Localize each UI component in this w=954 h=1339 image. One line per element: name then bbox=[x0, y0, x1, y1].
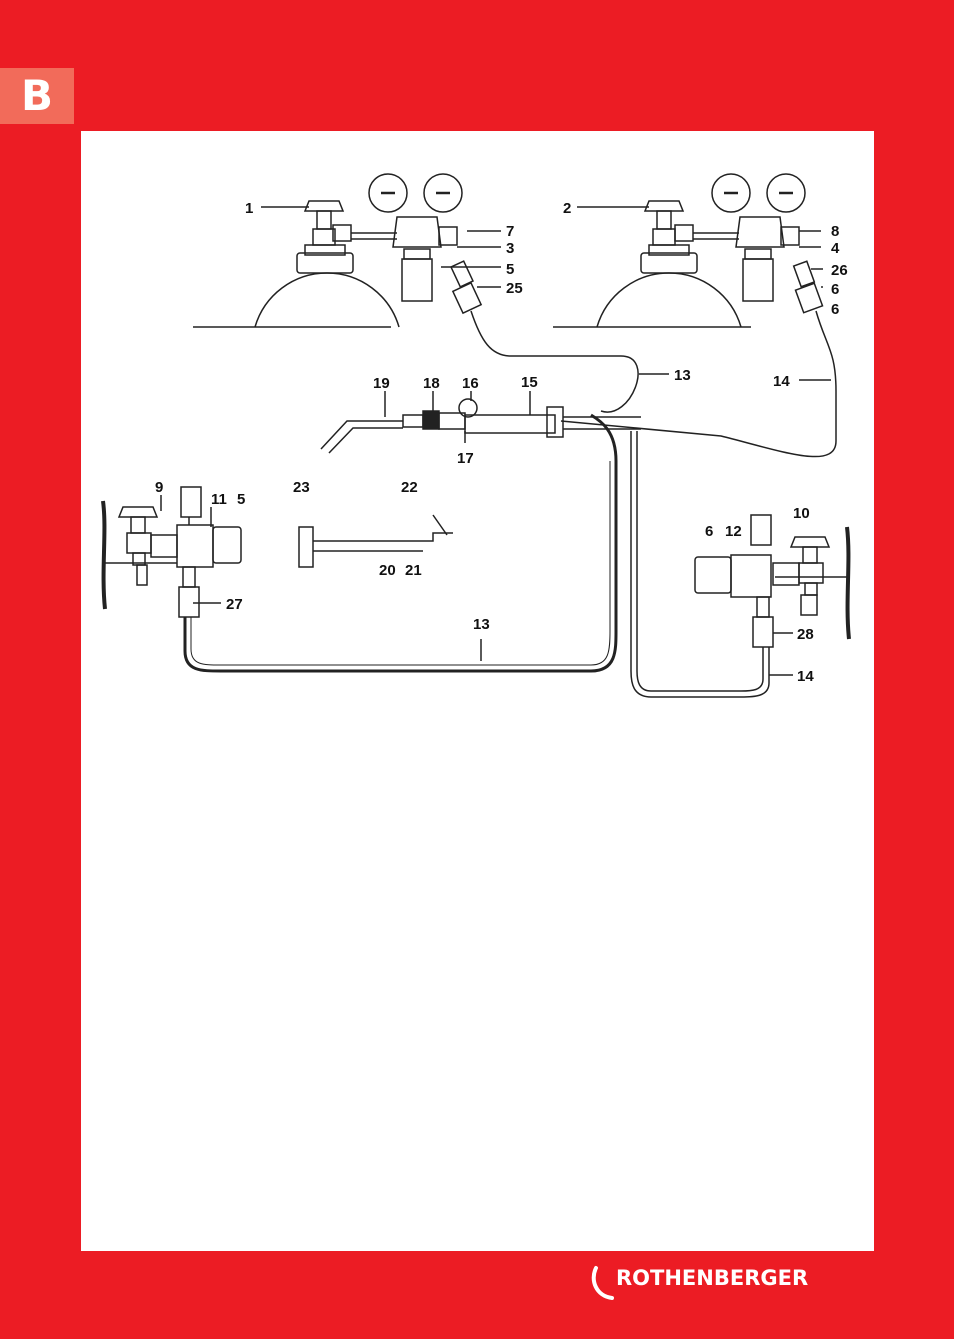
part-label: 6 bbox=[831, 301, 839, 318]
part-label: 14 bbox=[773, 373, 790, 390]
part-label: 10 bbox=[793, 505, 810, 522]
part-label: 13 bbox=[473, 616, 490, 633]
part-label: 19 bbox=[373, 375, 390, 392]
part-label: 12 bbox=[725, 523, 742, 540]
swoosh-icon bbox=[591, 1266, 614, 1300]
part-label: 27 bbox=[226, 596, 243, 613]
part-label: 9 bbox=[155, 479, 163, 496]
part-label: 4 bbox=[831, 240, 840, 257]
part-label: 28 bbox=[797, 626, 814, 643]
part-label: 13 bbox=[674, 367, 691, 384]
part-label: 1 bbox=[245, 200, 253, 217]
diagram-panel: 1 2 3 4 5 6 7 8 25 26 13 14 15 16 17 18 … bbox=[81, 131, 874, 1251]
part-label: 8 bbox=[831, 223, 839, 240]
brand-name: ROTHENBERGER bbox=[616, 1266, 809, 1290]
part-label: 18 bbox=[423, 375, 440, 392]
part-label: 26 bbox=[831, 262, 848, 279]
part-label: 6 bbox=[705, 523, 713, 540]
part-label: 2 bbox=[563, 200, 571, 217]
section-tab: B bbox=[0, 68, 74, 124]
part-label: 17 bbox=[457, 450, 474, 467]
part-label: 15 bbox=[521, 374, 538, 391]
part-label: 20 bbox=[379, 562, 396, 579]
part-label: 25 bbox=[506, 280, 523, 297]
part-label: 7 bbox=[506, 223, 514, 240]
part-label: 5 bbox=[506, 261, 514, 278]
part-label: 11 bbox=[211, 491, 227, 508]
part-labels: 1 2 3 4 5 6 7 8 25 26 13 14 15 16 17 18 … bbox=[155, 200, 848, 685]
part-label: 6 bbox=[831, 281, 839, 298]
part-label: 5 bbox=[237, 491, 245, 508]
part-label: 16 bbox=[462, 375, 479, 392]
part-label: 14 bbox=[797, 668, 814, 685]
part-label: 21 bbox=[405, 562, 422, 579]
part-label: 3 bbox=[506, 240, 514, 257]
gas-welding-setup-diagram: 1 2 3 4 5 6 7 8 25 26 13 14 15 16 17 18 … bbox=[101, 173, 851, 698]
part-label: 22 bbox=[401, 479, 418, 496]
brand-logo: ROTHENBERGER bbox=[588, 1262, 828, 1302]
part-label: 23 bbox=[293, 479, 310, 496]
